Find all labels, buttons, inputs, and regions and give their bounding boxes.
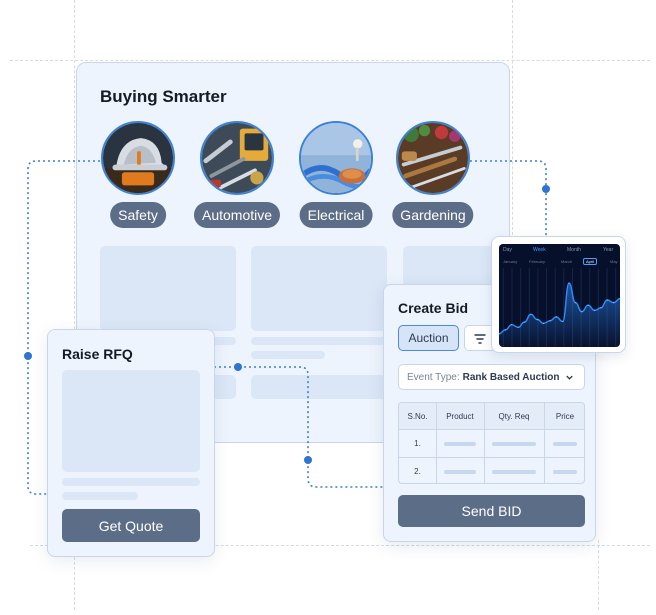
text-placeholder	[251, 375, 387, 399]
category-label: Electrical	[299, 202, 373, 228]
table-divider	[436, 403, 437, 483]
hard-hat-icon	[101, 121, 175, 195]
cable-icon	[299, 121, 373, 195]
send-bid-button[interactable]: Send BID	[398, 495, 585, 527]
table-divider	[399, 429, 584, 430]
table-row[interactable]: 2.	[399, 458, 584, 483]
chart-point	[555, 316, 557, 318]
chart-point	[523, 321, 526, 323]
column-header: S.No.	[407, 411, 428, 421]
rfq-image-placeholder	[62, 370, 200, 472]
text-placeholder	[251, 351, 325, 359]
bid-table: S.No. Product Qty. Req Price 1. 2.	[398, 402, 585, 484]
raise-rfq-card: Raise RFQ Get Quote	[47, 329, 215, 557]
guide-line-top	[10, 60, 650, 61]
chart-month-labels: January February March April May	[499, 257, 620, 266]
chart-month-label: January	[503, 259, 518, 264]
chart-month-label: May	[610, 259, 618, 264]
table-divider	[399, 457, 584, 458]
area-chart	[499, 268, 620, 347]
chart-point	[536, 318, 538, 321]
chart-point	[568, 282, 570, 284]
chart-point	[511, 324, 513, 326]
chart-point	[593, 309, 596, 311]
garden-tools-icon	[396, 121, 470, 195]
connector-node	[542, 185, 550, 193]
category-label: Safety	[110, 202, 166, 228]
chart-point	[619, 298, 620, 300]
chart-month-label: February	[529, 259, 546, 264]
table-divider	[484, 403, 485, 483]
guide-line-bottom	[30, 545, 650, 546]
category-label: Automotive	[193, 202, 281, 228]
event-type-select[interactable]: Event Type: Rank Based Auction	[398, 364, 585, 390]
column-header: Product	[446, 411, 474, 421]
text-placeholder	[62, 492, 138, 500]
bid-title: Create Bid	[398, 300, 469, 316]
category-automotive[interactable]: Automotive	[187, 121, 287, 233]
chart-tab-week[interactable]: Week	[533, 247, 546, 253]
column-header: Price	[555, 411, 575, 421]
product-cell	[436, 458, 484, 483]
chart-period-tabs: Day Week Month Year	[499, 246, 620, 255]
chart-point	[542, 322, 545, 324]
chart-point	[530, 313, 532, 315]
chart-point	[517, 326, 519, 328]
chart-tab-day[interactable]: Day	[503, 247, 512, 253]
event-type-value: Rank Based Auction	[462, 371, 560, 383]
category-label: Gardening	[392, 202, 474, 228]
connector-node	[24, 352, 32, 360]
filter-icon	[474, 334, 486, 344]
tools-icon	[200, 121, 274, 195]
chevron-down-icon	[566, 375, 573, 380]
analytics-chart-card: Day Week Month Year January February Mar…	[491, 236, 626, 353]
chart-month-selected[interactable]: April	[583, 258, 598, 265]
table-header-row: S.No. Product Qty. Req Price	[399, 403, 584, 429]
category-electrical[interactable]: Electrical	[286, 121, 386, 233]
chart-tab-month[interactable]: Month	[567, 247, 581, 253]
get-quote-button[interactable]: Get Quote	[62, 509, 200, 542]
table-row[interactable]: 1.	[399, 430, 584, 457]
chart-month-label: March	[561, 259, 573, 264]
chart-point	[587, 304, 589, 306]
chart-point	[613, 302, 615, 304]
content-placeholder	[251, 246, 387, 331]
category-gardening[interactable]: Gardening	[383, 121, 483, 233]
chart-point	[562, 320, 564, 323]
chart-panel: Day Week Month Year January February Mar…	[499, 244, 620, 347]
event-type-label: Event Type:	[407, 371, 460, 383]
price-cell	[544, 430, 584, 457]
content-placeholder	[100, 246, 236, 331]
chart-point	[606, 299, 608, 301]
chart-point	[499, 333, 500, 335]
connector-node	[304, 456, 312, 464]
tab-auction[interactable]: Auction	[398, 325, 459, 351]
text-placeholder	[251, 337, 387, 345]
text-placeholder	[62, 478, 200, 486]
chart-point	[574, 302, 577, 304]
qty-cell	[484, 430, 544, 457]
chart-point	[549, 320, 551, 322]
category-safety[interactable]: Safety	[88, 121, 188, 233]
row-number: 2.	[414, 467, 421, 476]
chart-area-fill	[499, 283, 620, 347]
price-cell	[544, 458, 584, 483]
qty-cell	[484, 458, 544, 483]
chart-point	[504, 329, 506, 331]
chart-series-line	[499, 282, 620, 335]
page-title: Buying Smarter	[100, 87, 227, 106]
guide-line-right-lower	[598, 540, 599, 610]
table-divider	[544, 403, 545, 483]
rfq-title: Raise RFQ	[62, 346, 133, 362]
product-cell	[436, 430, 484, 457]
chart-tab-year[interactable]: Year	[603, 247, 614, 253]
guide-line-right	[512, 0, 513, 240]
row-number: 1.	[414, 439, 421, 448]
chart-point	[600, 307, 602, 309]
column-header: Qty. Req	[498, 411, 530, 421]
chart-point	[581, 311, 583, 313]
